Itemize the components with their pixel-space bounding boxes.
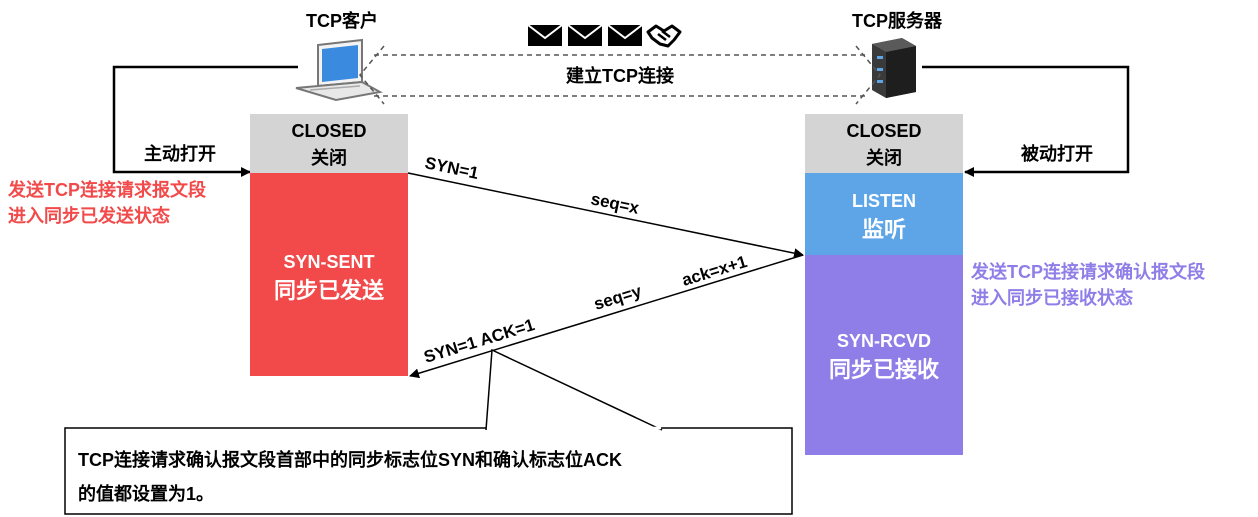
server-title: TCP服务器	[852, 10, 943, 31]
client-note-line2: 进入同步已发送状态	[8, 205, 170, 226]
syn-sent-zh: 同步已发送	[274, 278, 384, 303]
syn-rcvd-en: SYN-RCVD	[837, 331, 931, 351]
listen-zh: 监听	[862, 217, 906, 242]
client-open-label: 主动打开	[144, 143, 216, 164]
client-closed-en: CLOSED	[291, 121, 366, 141]
server-closed-en: CLOSED	[846, 121, 921, 141]
listen-box	[805, 173, 963, 255]
server-open-label: 被动打开	[1021, 143, 1093, 164]
connection-band	[359, 45, 881, 105]
listen-en: LISTEN	[852, 191, 916, 211]
server-note-line2: 进入同步已接收状态	[971, 287, 1133, 308]
client-note-line1: 发送TCP连接请求报文段	[7, 179, 207, 200]
client-closed-zh: 关闭	[311, 147, 347, 168]
laptop-icon	[295, 38, 383, 102]
callout-line1: TCP连接请求确认报文段首部中的同步标志位SYN和确认标志位ACK	[78, 449, 622, 470]
syn-ack-seq-label: seq=y	[592, 281, 645, 314]
callout-line2: 的值都设置为1。	[78, 483, 214, 504]
connection-label: 建立TCP连接	[566, 65, 674, 86]
server-icon	[872, 38, 916, 98]
syn-seq-label: seq=x	[589, 189, 641, 218]
syn-rcvd-zh: 同步已接收	[829, 357, 939, 382]
client-open-line	[112, 65, 298, 177]
syn-ack-flags-label: SYN=1 ACK=1	[422, 315, 537, 367]
callout-pointer	[485, 348, 663, 431]
syn-ack-ack-label: ack=x+1	[680, 252, 750, 290]
client-title: TCP客户	[306, 10, 378, 31]
syn-arrow	[407, 172, 804, 259]
syn-sent-box	[250, 173, 408, 376]
syn-sent-en: SYN-SENT	[283, 252, 374, 272]
client-closed-box	[250, 114, 408, 173]
server-note-line1: 发送TCP连接请求确认报文段	[970, 261, 1206, 282]
server-closed-zh: 关闭	[866, 147, 902, 168]
syn-rcvd-box	[805, 255, 963, 455]
mail-icon	[567, 24, 603, 46]
mail-icon	[527, 24, 563, 46]
mail-icon	[607, 24, 643, 46]
callout-box	[64, 427, 793, 515]
server-closed-box	[805, 114, 963, 173]
syn-ack-arrow	[409, 254, 804, 379]
handshake-icon	[646, 24, 682, 48]
server-open-line	[922, 65, 1130, 177]
